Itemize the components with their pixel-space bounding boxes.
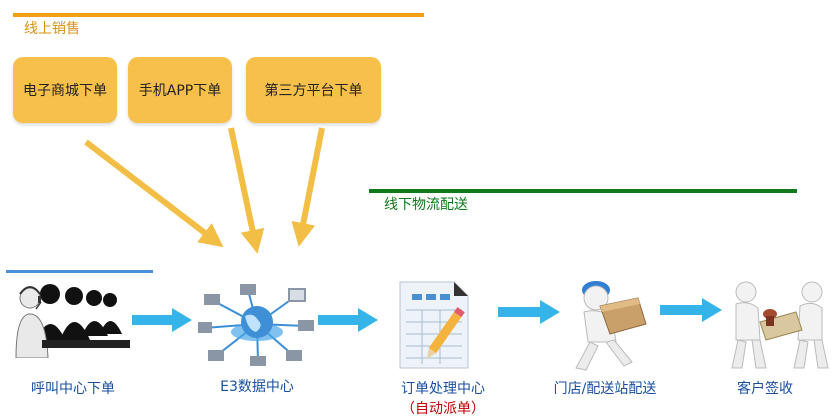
channel-mobile-app-label: 手机APP下单: [138, 83, 222, 99]
channel-third-party: 第三方平台下单: [246, 57, 381, 123]
sign-receipt-icon: [731, 281, 829, 369]
node-sublabel-auto-dispatch: （自动派单）: [401, 401, 485, 417]
arrow-thirdparty-to-datacenter: [291, 127, 325, 247]
channel-ecommerce: 电子商城下单: [13, 57, 117, 123]
node-label-data-center: E3数据中心: [220, 379, 294, 395]
node-label-customer-sign: 客户签收: [737, 381, 793, 397]
node-label-order-center: 订单处理中心: [401, 381, 485, 397]
flow-arrow-4: [660, 298, 722, 322]
logistics-label: 线下物流配送: [384, 197, 468, 213]
channel-third-party-label: 第三方平台下单: [264, 83, 363, 99]
arrow-ecommerce-to-datacenter: [84, 139, 224, 248]
arrow-app-to-datacenter: [228, 127, 265, 254]
delivery-person-icon: [575, 281, 647, 371]
channel-mobile-app: 手机APP下单: [128, 57, 232, 123]
flow-arrow-1: [132, 308, 192, 332]
call-center-line: [6, 270, 153, 273]
flow-arrow-3: [498, 300, 560, 324]
network-hub-icon: [198, 284, 314, 366]
channel-ecommerce-label: 电子商城下单: [23, 83, 107, 99]
logistics-line: [369, 189, 797, 193]
flow-arrow-2: [318, 308, 378, 332]
node-label-delivery: 门店/配送站配送: [553, 381, 657, 397]
online-sales-label: 线上销售: [24, 21, 80, 37]
call-center-icon: [12, 276, 130, 358]
online-sales-line: [13, 13, 424, 17]
order-form-icon: [399, 281, 469, 369]
node-label-call-center: 呼叫中心下单: [31, 381, 115, 397]
